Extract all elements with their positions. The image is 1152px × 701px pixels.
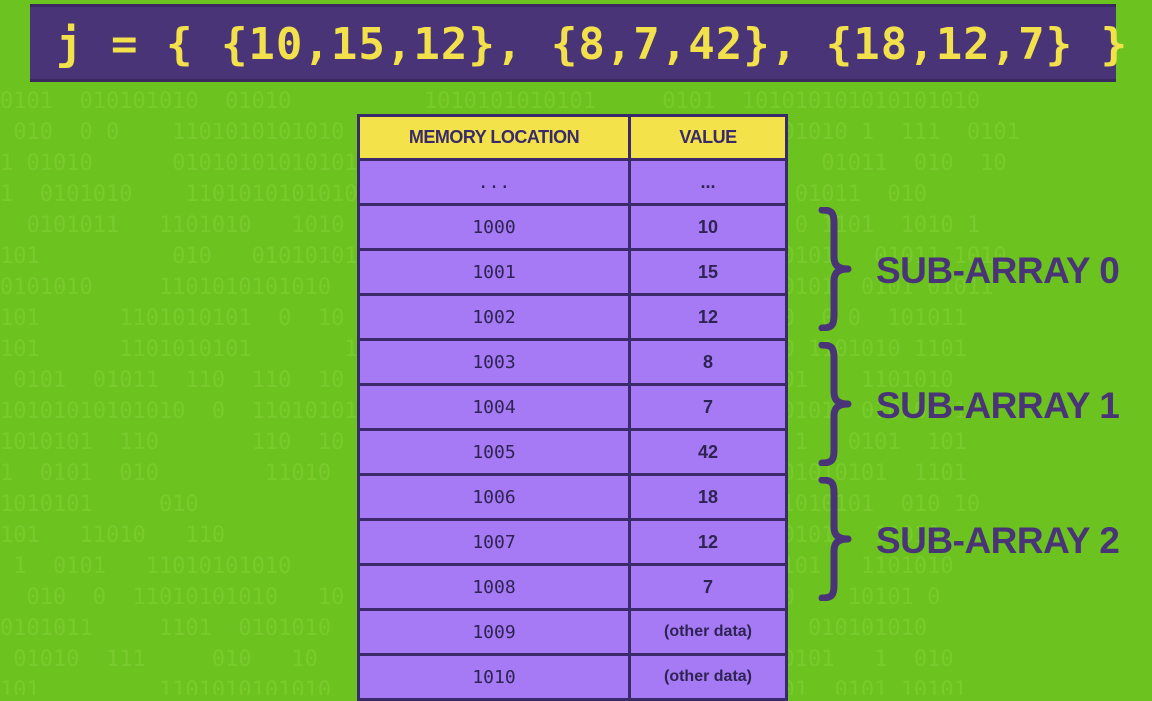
value-cell: 18 — [628, 473, 788, 521]
value-cell: (other data) — [628, 608, 788, 656]
value-cell: 15 — [628, 248, 788, 296]
table-row: 1010(other data) — [357, 653, 788, 701]
value-cell: 10 — [628, 203, 788, 251]
location-cell: 1002 — [357, 293, 631, 341]
table-row: ...... — [357, 158, 788, 206]
header-value: VALUE — [628, 114, 788, 161]
value-cell: 7 — [628, 563, 788, 611]
table-row: 1009(other data) — [357, 608, 788, 656]
sub-array-1-label: SUB-ARRAY 1 — [876, 385, 1120, 426]
location-cell: 1008 — [357, 563, 631, 611]
table-header-row: MEMORY LOCATION VALUE — [357, 114, 788, 161]
location-cell: 1000 — [357, 203, 631, 251]
curly-brace-icon — [818, 342, 868, 466]
value-cell: 7 — [628, 383, 788, 431]
location-cell: 1001 — [357, 248, 631, 296]
sub-array-0-label: SUB-ARRAY 0 — [876, 250, 1120, 291]
value-cell: (other data) — [628, 653, 788, 701]
value-cell: 12 — [628, 293, 788, 341]
location-cell: 1004 — [357, 383, 631, 431]
curly-brace-icon — [818, 207, 868, 331]
location-cell: 1010 — [357, 653, 631, 701]
location-cell: 1007 — [357, 518, 631, 566]
code-banner: j = { {10,15,12}, {8,7,42}, {18,12,7} } — [30, 4, 1127, 82]
location-cell: 1006 — [357, 473, 631, 521]
location-cell: 1003 — [357, 338, 631, 386]
value-cell: ... — [628, 158, 788, 206]
sub-array-2-label: SUB-ARRAY 2 — [876, 520, 1120, 561]
array-declaration-code: j = { {10,15,12}, {8,7,42}, {18,12,7} } — [56, 19, 1129, 70]
location-cell: 1009 — [357, 608, 631, 656]
value-cell: 8 — [628, 338, 788, 386]
location-cell: 1005 — [357, 428, 631, 476]
value-cell: 12 — [628, 518, 788, 566]
curly-brace-icon — [818, 477, 868, 601]
header-memory-location: MEMORY LOCATION — [357, 114, 631, 161]
location-cell: ... — [357, 158, 631, 206]
value-cell: 42 — [628, 428, 788, 476]
